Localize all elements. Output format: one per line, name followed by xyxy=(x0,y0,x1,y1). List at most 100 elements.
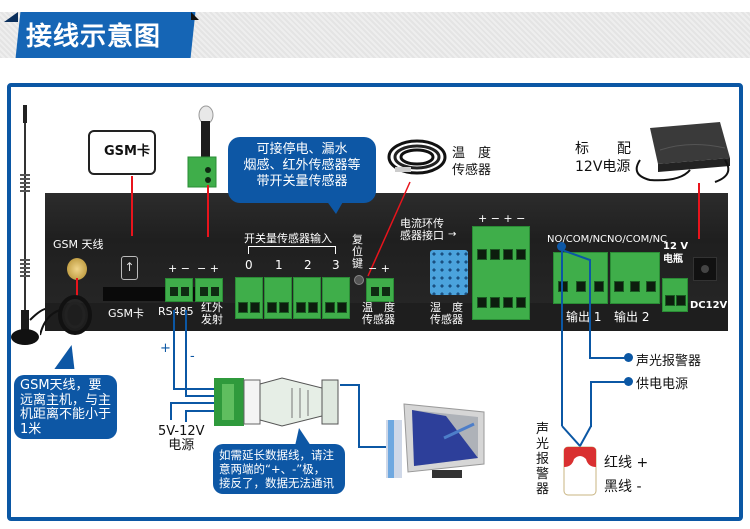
gsm-antenna-icon xyxy=(11,105,50,345)
converter-to-pc-wire-h1 xyxy=(340,384,360,386)
dc-jack-pin xyxy=(701,265,709,273)
converter-power-wire-2v xyxy=(185,410,187,422)
note-line: 带开关量传感器 xyxy=(256,174,348,189)
alarm-wire-right xyxy=(589,262,591,358)
relay-com-wire xyxy=(562,249,591,268)
relay-output-2-terminal[interactable] xyxy=(610,252,660,304)
label-char: 报 xyxy=(536,452,550,467)
humidity-sensor-label: 湿 度 传感器 xyxy=(430,302,463,326)
converter-power-wire-1v xyxy=(170,402,172,420)
rs485-terminal[interactable] xyxy=(165,278,193,302)
label-line: 12V电源 xyxy=(575,159,631,175)
relay1-pins-label: NO/COM/NC xyxy=(547,234,608,245)
antenna-cable-coil-icon xyxy=(40,295,92,336)
switch-input-terminal-1[interactable] xyxy=(264,277,292,319)
label-line: 键 xyxy=(352,257,363,270)
label-line: 电源 xyxy=(168,438,195,453)
temp-port-label: 温 度 传感器 xyxy=(362,302,395,326)
label-char: 器 xyxy=(536,482,550,497)
bubble-tail xyxy=(326,200,344,214)
label-line: 湿 度 xyxy=(430,301,463,314)
host-device-base xyxy=(45,303,728,331)
rs485-wire-minus xyxy=(185,310,187,396)
relay-output-1-label: 输出 1 xyxy=(566,310,602,324)
power-link-dot xyxy=(624,377,633,386)
alarm-link-dot xyxy=(624,353,633,362)
ir-emitter-wire xyxy=(207,185,209,237)
temperature-sensor-terminal[interactable] xyxy=(366,278,394,302)
alarm-wire-left xyxy=(561,251,563,426)
rs485-wire-minus-h xyxy=(185,395,215,397)
power-link-label: 供电电源 xyxy=(636,377,689,392)
power-adapter-label: 标 配 12V电源 xyxy=(575,140,631,176)
dc-in-label: DC12V xyxy=(690,300,728,311)
label-char: 光 xyxy=(536,437,550,452)
relay2-pins-label: NO/COM/NC xyxy=(607,234,668,245)
power-link-wire xyxy=(590,381,628,383)
label-line: 传感器 xyxy=(452,163,492,178)
label-line: 传感器 xyxy=(430,313,463,326)
note-line: 可接停电、漏水 xyxy=(256,142,348,157)
gsm-card-wire xyxy=(131,176,133,236)
note-line: 意两端的“+、-”极， xyxy=(219,462,326,476)
switch-channel-0: 0 xyxy=(245,258,253,272)
label-line: 传感器 xyxy=(362,313,395,326)
switch-channel-3: 3 xyxy=(332,258,340,272)
switch-input-terminal-0[interactable] xyxy=(235,277,263,319)
temperature-sensor-wire xyxy=(367,181,411,277)
note-line: 接反了，数据无法通讯 xyxy=(219,476,334,490)
rs485-converter-icon xyxy=(214,377,339,427)
rs485-polarity: + − xyxy=(168,262,190,275)
label-line: 温 度 xyxy=(452,146,492,161)
banner-fold-left xyxy=(4,12,18,22)
antenna-sma-connector[interactable] xyxy=(67,258,87,280)
gsm-card-slot[interactable] xyxy=(103,287,223,301)
reset-key-label: 复 位 键 xyxy=(352,234,363,270)
current-loop-terminal[interactable] xyxy=(472,226,530,320)
note-line: 机距离不能小于 xyxy=(20,407,112,422)
note-line: GSM天线，要 xyxy=(20,378,102,393)
rs485-label: RS485 xyxy=(158,305,194,318)
power-adapter-wire xyxy=(698,183,700,239)
temperature-sensor-label: 温 度 传感器 xyxy=(452,145,491,179)
label-line: 复 xyxy=(352,233,363,246)
dc-jack[interactable] xyxy=(693,257,717,281)
humidity-sensor xyxy=(430,250,468,295)
rs485-minus-sign: - xyxy=(190,349,195,364)
converter-to-pc-wire-v xyxy=(358,384,360,448)
black-wire-label: 黑线 - xyxy=(604,479,642,495)
label-line: 位 xyxy=(352,245,363,258)
page-title: 接线示意图 xyxy=(26,22,162,52)
note-line: 烟感、红外传感器等 xyxy=(243,158,361,173)
rs485-wire-plus xyxy=(173,310,175,390)
rs485-plus-sign: + xyxy=(160,341,171,356)
ir-emit-label: 红外 发射 xyxy=(201,302,223,326)
sim-insert-icon: ↑ xyxy=(121,256,138,280)
label-line: 电瓶 xyxy=(663,254,683,265)
red-wire-label: 红线 + xyxy=(604,455,649,471)
switch-input-terminal-3[interactable] xyxy=(322,277,350,319)
alarm-link-label: 声光报警器 xyxy=(636,354,702,369)
gsm-card-slot-label: GSM卡 xyxy=(108,307,144,320)
battery-label: 12 V 电瓶 xyxy=(663,240,688,266)
label-line: 发射 xyxy=(201,313,223,326)
current-loop-polarity: + − + − xyxy=(478,212,526,225)
banner-fold-right xyxy=(191,12,199,20)
battery-terminal[interactable] xyxy=(662,278,688,312)
converter-power-label: 5V-12V 电源 xyxy=(158,425,205,453)
ir-emit-terminal[interactable] xyxy=(195,278,223,302)
switch-channel-2: 2 xyxy=(304,258,312,272)
reset-button[interactable] xyxy=(354,275,364,285)
switch-input-terminal-2[interactable] xyxy=(293,277,321,319)
relay-output-2-label: 输出 2 xyxy=(614,310,650,324)
label-line: 12 V xyxy=(663,241,689,252)
antenna-note-bubble: GSM天线，要 远离主机，与主 机距离不能小于 1米 xyxy=(14,375,117,439)
label-line: 5V-12V xyxy=(158,424,205,439)
note-line: 如需延长数据线，请注 xyxy=(219,448,334,462)
relay-pin-marker xyxy=(557,242,566,251)
alarm-link-wire xyxy=(589,357,627,359)
converter-power-wire-1 xyxy=(170,402,215,404)
current-loop-arrow: → xyxy=(448,229,457,240)
antenna-cable-wire xyxy=(76,278,78,298)
note-line: 远离主机，与主 xyxy=(20,392,112,408)
